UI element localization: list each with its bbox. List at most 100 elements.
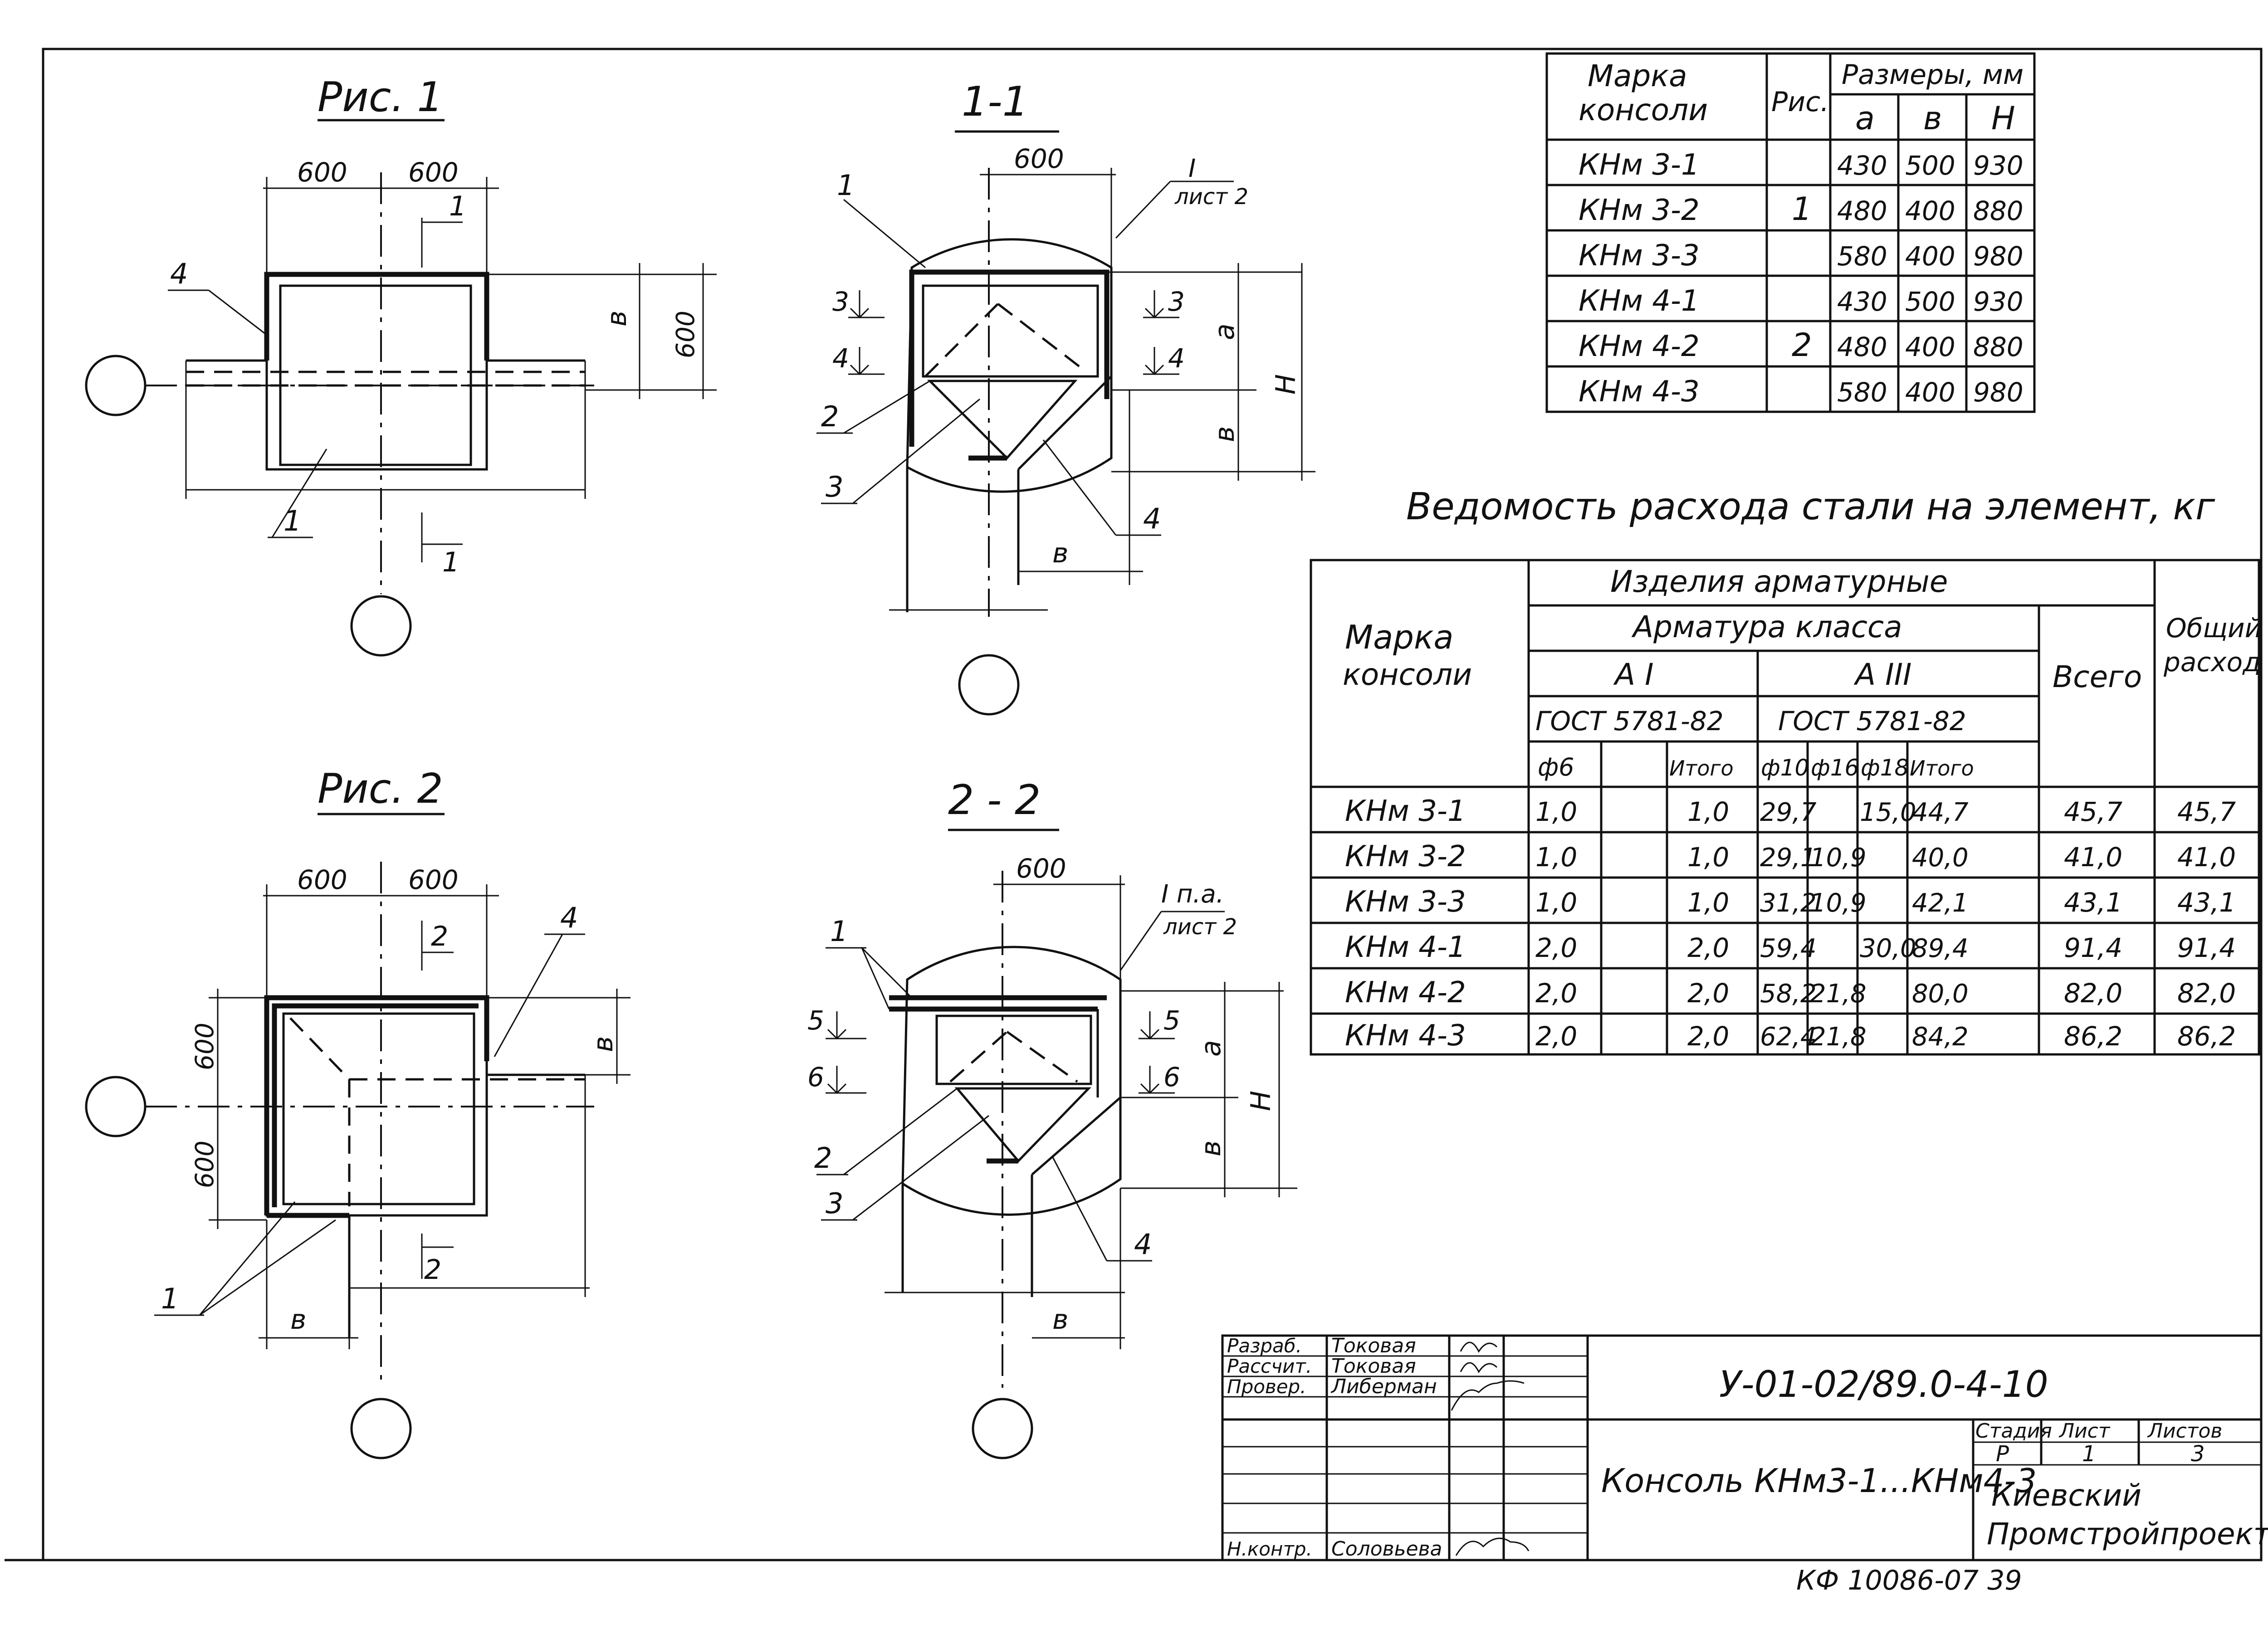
sec11-dim-b: в (1209, 426, 1241, 442)
sec22-title: 2 - 2 (948, 776, 1041, 824)
footer-code: КФ 10086-07 39 (1796, 1565, 2022, 1596)
steel-row-t2: 84,2 (1912, 1022, 1969, 1052)
steel-h-mark2: консоли (1343, 657, 1472, 692)
figure-2: Рис. 2 600 600 600 600 в в (85, 765, 631, 1459)
dims-row-mark: КНм 3-2 (1579, 194, 1700, 227)
dims-row-h: 880 (1973, 332, 2024, 362)
steel-row-d18: 15,0 (1860, 798, 1916, 827)
dims-row-a: 430 (1837, 286, 1887, 317)
sec11-cut-3-left: 3 (832, 286, 849, 317)
fig2-dim-600-left: 600 (297, 864, 347, 895)
dims-row-a: 580 (1837, 377, 1887, 408)
steel-row-d6: 2,0 (1535, 1021, 1577, 1052)
steel-row-mark: КНм 3-3 (1345, 885, 1466, 919)
dims-row-a: 580 (1837, 241, 1887, 272)
dims-row-h: 980 (1973, 241, 2024, 272)
steel-h-products: Изделия арматурные (1610, 564, 1948, 599)
dims-row-mark: КНм 3-1 (1579, 148, 1700, 182)
steel-row-d6: 1,0 (1535, 887, 1577, 918)
dims-row-h: 930 (1973, 286, 2024, 317)
steel-row-mark: КНм 3-1 (1345, 795, 1466, 828)
title-block: Разраб. Токовая Рассчит. Токовая Провер.… (1221, 1334, 2268, 1561)
dims-h-sizes: Размеры, мм (1842, 59, 2024, 91)
steel-row-d10: 62,4 (1760, 1022, 1817, 1052)
dims-h-fig: Рис. (1771, 86, 1829, 118)
tb-h-stage: Стадия (1975, 1419, 2052, 1443)
dims-row-mark: КНм 3-3 (1579, 239, 1700, 273)
tb-role-1: Разраб. (1227, 1335, 1302, 1357)
tb-sheets: 3 (2191, 1441, 2205, 1467)
fig1-dim-600-left: 600 (297, 157, 347, 188)
sec11-dim-h: Н (1270, 374, 1302, 395)
dims-row-mark: КНм 4-1 (1579, 284, 1700, 318)
steel-row-t2: 89,4 (1912, 934, 1969, 963)
steel-row-2: КНм 3-2 1,0 1,0 29,1 10,9 40,0 41,0 41,0 (1345, 840, 2236, 873)
steel-row-common: 41,0 (2177, 842, 2236, 873)
tb-stage: Р (1996, 1441, 2009, 1467)
steel-row-common: 43,1 (2177, 887, 2236, 918)
steel-row-t2: 44,7 (1912, 798, 1969, 827)
fig2-section-ref-top: 2 (431, 921, 448, 952)
signature-1 (1460, 1341, 1498, 1353)
sec11-ref-sheet: лист 2 (1174, 184, 1248, 210)
steel-row-all: 45,7 (2064, 796, 2122, 827)
figure-1: Рис. 1 600 600 в 600 1 (85, 73, 717, 657)
tb-org1: Киевский (1991, 1478, 2141, 1513)
steel-row-common: 86,2 (2177, 1021, 2236, 1052)
steel-row-common: 91,4 (2177, 932, 2236, 963)
dims-row-a: 430 (1837, 150, 1887, 181)
sec11-label-1: 1 (837, 169, 855, 202)
tb-name: Консоль КНм3-1...КНм4-3 (1601, 1462, 2037, 1500)
sec11-cut-4-right: 4 (1168, 343, 1185, 374)
steel-table: Ведомость расхода стали на элемент, кг М… (1310, 485, 2262, 1056)
steel-h-d6: ф6 (1538, 753, 1574, 781)
steel-row-4: КНм 4-1 2,0 2,0 59,4 30,0 89,4 91,4 91,4 (1345, 931, 2236, 964)
steel-row-mark: КНм 4-2 (1345, 976, 1466, 1010)
steel-row-all: 91,4 (2064, 932, 2122, 963)
steel-row-all: 43,1 (2064, 887, 2122, 918)
dims-fig-1: 1 (1792, 190, 1812, 228)
steel-h-gost2: ГОСТ 5781-82 (1778, 706, 1966, 737)
sec11-dim-a: а (1209, 323, 1241, 340)
steel-row-d10: 31,2 (1760, 888, 1817, 918)
dims-row-b: 400 (1905, 241, 1955, 272)
fig1-dim-600-right: 600 (408, 157, 459, 188)
steel-row-t1: 1,0 (1687, 887, 1729, 918)
steel-row-t1: 2,0 (1687, 932, 1729, 963)
sec22-dim-a: а (1195, 1040, 1227, 1057)
steel-row-mark: КНм 4-3 (1345, 1019, 1466, 1053)
steel-row-d16: 10,9 (1810, 888, 1867, 918)
tb-h-sheet: Лист (2058, 1419, 2111, 1443)
dims-h-a: а (1855, 100, 1875, 137)
sec22-cut-5-right: 5 (1163, 1005, 1180, 1036)
dims-h-b: в (1923, 100, 1942, 137)
steel-row-d10: 29,1 (1760, 843, 1817, 873)
steel-row-5: КНм 4-2 2,0 2,0 58,2 21,8 80,0 82,0 82,0 (1345, 976, 2236, 1010)
steel-row-t1: 1,0 (1687, 796, 1729, 827)
fig1-section-ref-top: 1 (449, 190, 466, 222)
dims-h-mark: Марка (1588, 59, 1687, 93)
dims-row-b: 400 (1905, 332, 1955, 362)
fig2-dim-b-bottom: в (290, 1304, 306, 1336)
steel-row-1: КНм 3-1 1,0 1,0 29,7 15,0 44,7 45,7 45,7 (1345, 795, 2236, 828)
sec22-ref-num: I п.а. (1161, 879, 1224, 908)
steel-h-common2: расход (2163, 647, 2261, 678)
sec22-cut-6-right: 6 (1163, 1062, 1180, 1093)
dims-row-mark: КНм 4-2 (1579, 330, 1700, 363)
steel-row-d10: 59,4 (1760, 934, 1817, 963)
fig2-section-ref-bottom: 2 (424, 1254, 441, 1286)
steel-row-d16: 10,9 (1810, 843, 1867, 873)
sec11-title: 1-1 (962, 78, 1028, 126)
steel-row-d18: 30,0 (1860, 934, 1916, 963)
steel-row-d6: 1,0 (1535, 842, 1577, 873)
steel-row-all: 41,0 (2064, 842, 2122, 873)
dimensions-table: Марка консоли Рис. Размеры, мм а в Н КНм… (1545, 52, 2036, 413)
fig1-title: Рис. 1 (318, 73, 443, 121)
steel-row-t2: 80,0 (1912, 979, 1969, 1009)
steel-row-6: КНм 4-3 2,0 2,0 62,4 21,8 84,2 86,2 86,2 (1345, 1019, 2236, 1053)
steel-row-d16: 21,8 (1810, 979, 1867, 1009)
sec22-label-2: 2 (814, 1141, 832, 1175)
sec11-cut-4-left: 4 (832, 343, 849, 374)
steel-h-d16: ф16 (1811, 755, 1859, 781)
